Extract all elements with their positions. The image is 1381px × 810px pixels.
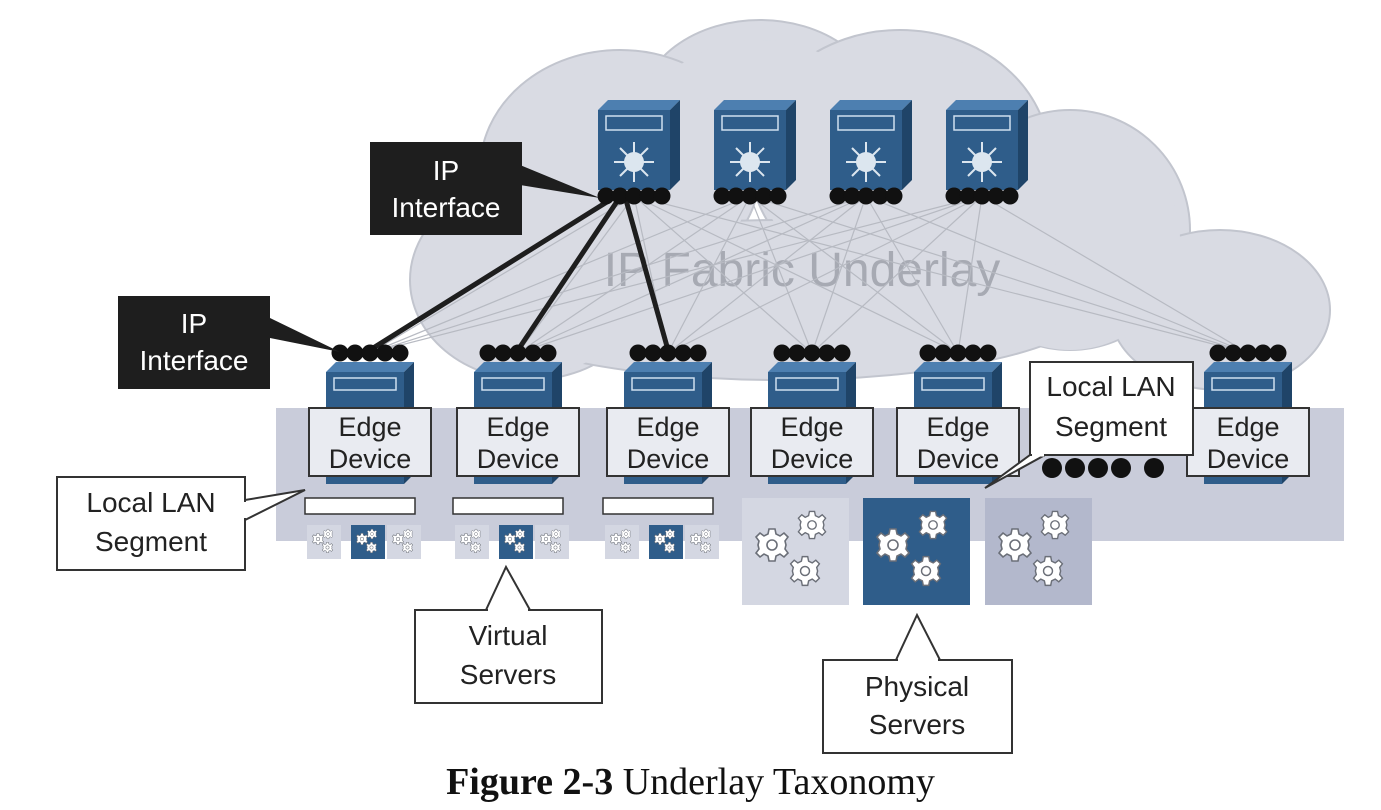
svg-text:Local LAN: Local LAN (1046, 371, 1175, 402)
spine-switch-1 (597, 100, 680, 205)
edge-device-label: Edge (338, 412, 401, 442)
virtual-server-group-1 (304, 497, 421, 559)
highlighted-links (367, 197, 671, 353)
svg-text:Device: Device (917, 444, 1000, 474)
svg-text:Device: Device (627, 444, 710, 474)
svg-text:Servers: Servers (869, 709, 965, 740)
figure-title: Underlay Taxonomy (622, 761, 935, 803)
svg-text:Interface: Interface (140, 345, 249, 376)
edge-device-label: Edge (780, 412, 843, 442)
callout-virtual-servers: Virtual Servers (414, 564, 603, 704)
figure-caption: Figure 2-3 Underlay Taxonomy (0, 760, 1381, 804)
edge-device-label: Edge (486, 412, 549, 442)
svg-text:IP: IP (433, 155, 459, 186)
svg-text:Segment: Segment (95, 526, 207, 557)
svg-text:Interface: Interface (392, 192, 501, 223)
virtual-server-group-3 (602, 497, 719, 559)
figure-number: Figure 2-3 (446, 761, 614, 803)
cloud-label: IP Fabric Underlay (604, 244, 1001, 297)
svg-text:Local LAN: Local LAN (86, 487, 215, 518)
physical-servers (742, 498, 1092, 605)
callout-ip-interface-top: IP Interface (370, 142, 600, 235)
svg-text:Servers: Servers (460, 659, 556, 690)
svg-text:IP: IP (181, 308, 207, 339)
fabric-links (369, 195, 1249, 354)
spine-switch-3 (829, 100, 912, 205)
callout-local-lan-left: Local LAN Segment (56, 476, 306, 571)
callout-ip-interface-left: IP Interface (118, 296, 340, 389)
edge-device-label: Edge (1216, 412, 1279, 442)
spare-ports (1042, 458, 1164, 478)
virtual-server-group-2 (452, 497, 569, 559)
svg-text:Virtual: Virtual (469, 620, 548, 651)
svg-text:Segment: Segment (1055, 411, 1167, 442)
spine-switch-2 (713, 100, 796, 205)
svg-text:Device: Device (1207, 444, 1290, 474)
spine-switch-4 (945, 100, 1028, 205)
svg-text:Device: Device (329, 444, 412, 474)
callout-local-lan-right: Local LAN Segment (984, 361, 1194, 489)
svg-text:Device: Device (477, 444, 560, 474)
callout-physical-servers: Physical Servers (822, 612, 1013, 754)
svg-text:Device: Device (771, 444, 854, 474)
underlay-diagram: IP Fabric Underlay EdgeDeviceEdgeDeviceE… (56, 19, 1344, 754)
edge-device-label: Edge (926, 412, 989, 442)
svg-text:Physical: Physical (865, 671, 969, 702)
edge-device-label: Edge (636, 412, 699, 442)
